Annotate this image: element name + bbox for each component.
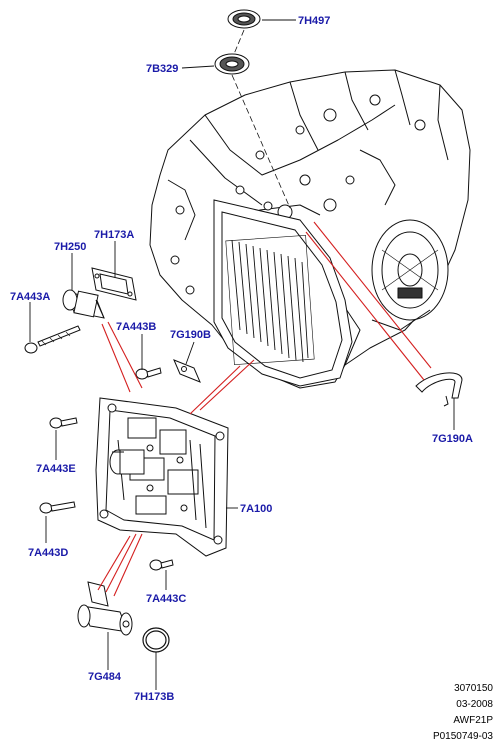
ref-part-no: P0150749-03	[432, 731, 493, 742]
leader-lines	[29, 19, 455, 690]
label-7H250: 7H250	[54, 241, 86, 253]
label-7H173A: 7H173A	[94, 229, 134, 241]
label-7G190A: 7G190A	[432, 433, 473, 445]
clip-7G190A	[415, 372, 463, 407]
label-7A100: 7A100	[240, 503, 272, 515]
callout-labels: 7H497 7B329 7H250 7H173A 7A443A 7A443B 7…	[10, 15, 473, 703]
label-7A443A: 7A443A	[10, 291, 50, 303]
ref-code: 3070150	[454, 683, 493, 694]
seal-7H497	[227, 9, 261, 29]
o-ring-7H173B	[142, 627, 170, 653]
label-7G484: 7G484	[88, 671, 122, 683]
bolt-7A443A	[24, 325, 81, 354]
bolt-7A443B	[135, 367, 162, 380]
label-7A443C: 7A443C	[146, 593, 186, 605]
bolt-7A443C	[149, 559, 174, 571]
label-7G190B: 7G190B	[170, 329, 211, 341]
gasket-7H173A	[91, 267, 137, 301]
assembly-lines	[97, 221, 432, 597]
assembly-axis	[231, 29, 291, 209]
label-7B329: 7B329	[146, 63, 178, 75]
ref-model: AWF21P	[453, 715, 493, 726]
label-7A443E: 7A443E	[36, 463, 76, 475]
bolt-7A443D	[39, 501, 76, 514]
seal-7B329	[214, 53, 250, 75]
label-7H173B: 7H173B	[134, 691, 174, 703]
label-7A443B: 7A443B	[116, 321, 156, 333]
label-7H497: 7H497	[298, 15, 330, 27]
bolt-7A443E	[49, 417, 78, 429]
cover-fins	[225, 235, 315, 365]
label-7A443D: 7A443D	[28, 547, 68, 559]
solenoid-7G484	[77, 581, 133, 636]
solenoid-7H250	[62, 289, 105, 319]
clip-7G190B	[173, 359, 201, 383]
valve-body-7A100	[95, 397, 229, 557]
ref-date: 03-2008	[456, 699, 493, 710]
